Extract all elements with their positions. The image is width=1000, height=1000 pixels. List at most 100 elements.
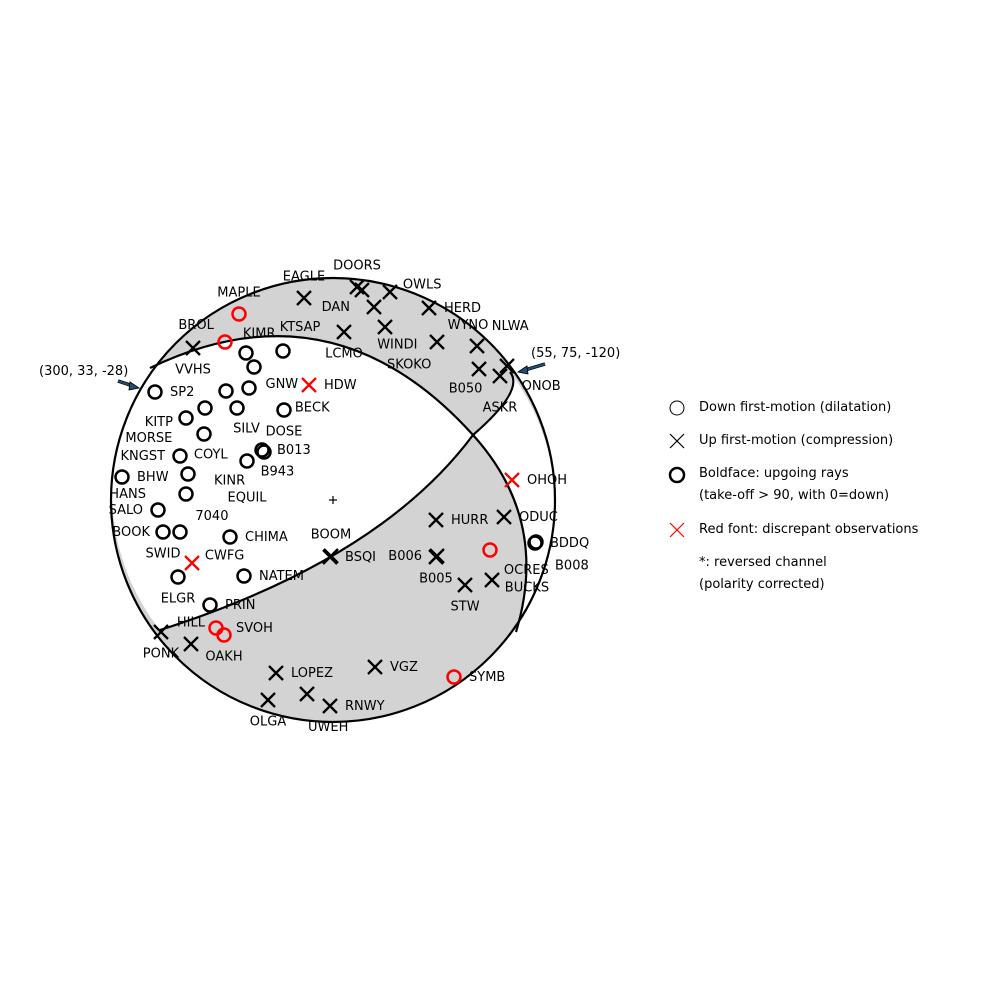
station-label: LOPEZ [291, 666, 333, 681]
station-b943-down-circle-icon [256, 444, 272, 460]
station-boom-up-cross-icon [323, 548, 339, 564]
station-bucks-up-cross-icon [484, 572, 500, 588]
station-label: HURR [451, 513, 488, 528]
station-hans-down-circle-icon [178, 486, 194, 502]
station-beck-down-circle-icon [241, 380, 257, 396]
station-label: SILV [233, 422, 260, 437]
station-label: DOSE [266, 425, 303, 440]
station-kitp-down-circle-icon [197, 400, 213, 416]
station-oakh-down-circle-icon [216, 627, 232, 643]
dilatational-quadrant-left [112, 336, 473, 630]
station-askr-up-cross-icon [492, 368, 508, 384]
station-label: LCMO [325, 347, 363, 362]
station-label: DOORS [333, 259, 381, 274]
legend-red-icon [669, 522, 685, 538]
station-label: PONK [143, 647, 180, 662]
arrow-icon [117, 379, 141, 391]
station-label: 7040 [195, 509, 228, 524]
station-label: BROL [178, 318, 214, 333]
station-label: EQUIL [228, 491, 268, 506]
station-cwfg-up-cross-icon [184, 555, 200, 571]
station-skoko-up-cross-icon [377, 319, 393, 335]
station-label: B013 [277, 443, 311, 458]
station-ocres-down-circle-icon [482, 542, 498, 558]
station-label: VGZ [390, 660, 418, 675]
station-label: KIMR [243, 327, 276, 342]
station-label: WYNO [448, 318, 489, 333]
station-label: ELGR [161, 592, 196, 607]
station-salo-down-circle-icon [150, 502, 166, 518]
station-windi-up-cross-icon [366, 299, 382, 315]
station-label: MORSE [125, 431, 172, 446]
station-chima-down-circle-icon [222, 529, 238, 545]
station-lcmo-up-cross-icon [336, 324, 352, 340]
station-coyl-down-circle-icon [229, 400, 245, 416]
station-label: SKOKO [387, 358, 431, 373]
station-label: HERD [444, 301, 481, 316]
legend-red-label: Red font: discrepant observations [699, 522, 919, 537]
station-label: BDDQ [550, 536, 589, 551]
station-nlwa-up-cross-icon [469, 338, 485, 354]
station-label: KINR [214, 474, 245, 489]
station-prin-down-circle-icon [202, 597, 218, 613]
station-label: KTSAP [280, 320, 321, 335]
station-ponk-up-cross-icon [153, 624, 169, 640]
station-label: BOOK [112, 525, 150, 540]
center-cross [329, 496, 337, 504]
station-label: SYMB [469, 670, 505, 685]
focal-sphere-outline [109, 276, 557, 724]
station-dan-up-cross-icon [354, 282, 370, 298]
mechanism-label-2: (55, 75, -120) [531, 346, 620, 361]
station-stw-up-cross-icon [457, 577, 473, 593]
station-bhw-down-circle-icon [114, 469, 130, 485]
legend-down-icon [669, 400, 685, 416]
station-b050-up-cross-icon [471, 361, 487, 377]
station-7040-down-circle-icon [180, 466, 196, 482]
legend-up-label: Up first-motion (compression) [699, 433, 894, 448]
station-labels: DOORSDANOWLSEAGLEWINDIHERDLCMOSKOKOMAPLE… [109, 259, 590, 736]
legend-reversed-label-2: (polarity corrected) [699, 577, 825, 592]
station-label: B005 [419, 572, 453, 587]
station-vvhs-up-cross-icon [185, 340, 201, 356]
station-hdw-up-cross-icon [301, 377, 317, 393]
station-label: UWEH [308, 720, 348, 735]
station-label: VVHS [175, 363, 211, 378]
station-label: OHOH [527, 473, 567, 488]
station-uweh-up-cross-icon [299, 686, 315, 702]
mechanism-label-1: (300, 33, -28) [39, 364, 128, 379]
station-label: ODUC [519, 510, 558, 525]
station-label: HANS [109, 487, 146, 502]
station-onob-up-cross-icon [499, 358, 515, 374]
station-label: BSQI [345, 550, 376, 565]
station-label: SVOH [236, 621, 273, 636]
station-sp2-down-circle-icon [147, 384, 163, 400]
legend-up-icon [669, 433, 685, 449]
station-gnw-down-circle-icon [246, 359, 262, 375]
station-vgz-up-cross-icon [367, 659, 383, 675]
station-markers [114, 279, 544, 714]
station-b008-down-circle-icon [528, 534, 544, 550]
station-label: KITP [145, 415, 173, 430]
station-oduc-up-cross-icon [496, 509, 512, 525]
station-brol-down-circle-icon [217, 334, 233, 350]
station-label: SP2 [170, 385, 194, 400]
station-label: BUCKS [505, 580, 549, 595]
station-label: SWID [146, 547, 181, 562]
station-eagle-up-cross-icon [296, 290, 312, 306]
station-label: DAN [322, 300, 350, 315]
legend-reversed-label-1: *: reversed channel [699, 555, 827, 570]
station-rnwy-up-cross-icon [322, 698, 338, 714]
station-silv-down-circle-icon [218, 383, 234, 399]
station-label: CHIMA [245, 530, 288, 545]
legend-bold-label-1: Boldface: upgoing rays [699, 466, 849, 481]
legend-bold-label-2: (take-off > 90, with 0=down) [699, 488, 890, 503]
station-label: CWFG [205, 549, 244, 564]
station-label: B050 [449, 382, 483, 397]
station-book-down-circle-icon [172, 524, 188, 540]
station-label: NATEM [259, 569, 304, 584]
station-label: GNW [266, 377, 299, 392]
station-swid-down-circle-icon [155, 524, 171, 540]
station-kimr-down-circle-icon [238, 345, 254, 361]
station-dose-down-circle-icon [276, 402, 292, 418]
